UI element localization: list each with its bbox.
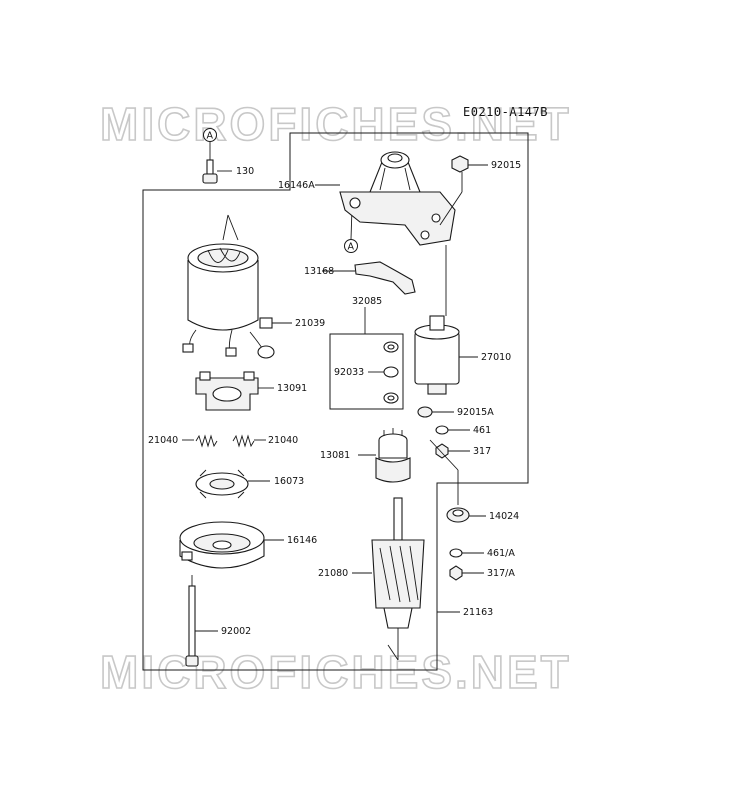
label-92015A: 92015A — [457, 407, 494, 418]
label-21080: 21080 — [318, 568, 348, 579]
pinion-13081 — [358, 428, 411, 483]
label-21039: 21039 — [295, 318, 325, 329]
svg-text:A: A — [348, 242, 355, 253]
watermark-bottom: MICROFICHES.NET — [100, 646, 572, 698]
plate-16073 — [195, 469, 270, 499]
label-32085: 32085 — [352, 296, 382, 307]
kit-32085-box — [329, 333, 404, 410]
label-92033: 92033 — [334, 367, 364, 378]
lever-13168 — [354, 261, 416, 295]
nut-317A — [449, 565, 484, 581]
label-16146A: 16146A — [278, 180, 315, 191]
bolt-130 — [202, 142, 232, 184]
label-92015: 92015 — [491, 160, 521, 171]
nut-317 — [435, 443, 470, 459]
nut-92015 — [451, 155, 488, 173]
brush-holder-13091 — [195, 371, 274, 411]
yoke-21039 — [182, 214, 292, 359]
diagram-code: E0210-A147B — [463, 105, 548, 119]
label-21040-left: 21040 — [148, 435, 178, 446]
front-housing-16146A — [339, 151, 456, 246]
spring-21040-right — [232, 434, 255, 448]
spring-21040-left — [195, 434, 218, 448]
label-14024: 14024 — [489, 511, 519, 522]
watermark-top: MICROFICHES.NET — [100, 98, 572, 150]
washer-461 — [435, 425, 470, 435]
washer-461A — [449, 548, 484, 558]
nut-92015A — [417, 406, 454, 418]
label-130: 130 — [236, 166, 254, 177]
through-bolt-92002 — [185, 575, 218, 667]
marker-a-housing: A — [344, 239, 358, 253]
armature-21080 — [352, 497, 425, 661]
label-16073: 16073 — [274, 476, 304, 487]
label-16146: 16146 — [287, 535, 317, 546]
label-92002: 92002 — [221, 626, 251, 637]
label-13081: 13081 — [320, 450, 350, 461]
label-13168: 13168 — [304, 266, 334, 277]
marker-a-top: A — [203, 128, 217, 142]
nut-14024 — [446, 507, 486, 523]
label-317A: 317/A — [487, 568, 515, 579]
svg-text:A: A — [207, 131, 214, 142]
label-21040-right: 21040 — [268, 435, 298, 446]
label-317: 317 — [473, 446, 491, 457]
label-461A: 461/A — [487, 548, 515, 559]
label-21163: 21163 — [463, 607, 493, 618]
label-13091: 13091 — [277, 383, 307, 394]
kit-rings-92033 — [368, 341, 399, 404]
solenoid-27010 — [414, 300, 478, 395]
assembly-frame — [142, 132, 529, 671]
rear-housing-16146 — [179, 521, 284, 569]
label-461: 461 — [473, 425, 491, 436]
label-27010: 27010 — [481, 352, 511, 363]
